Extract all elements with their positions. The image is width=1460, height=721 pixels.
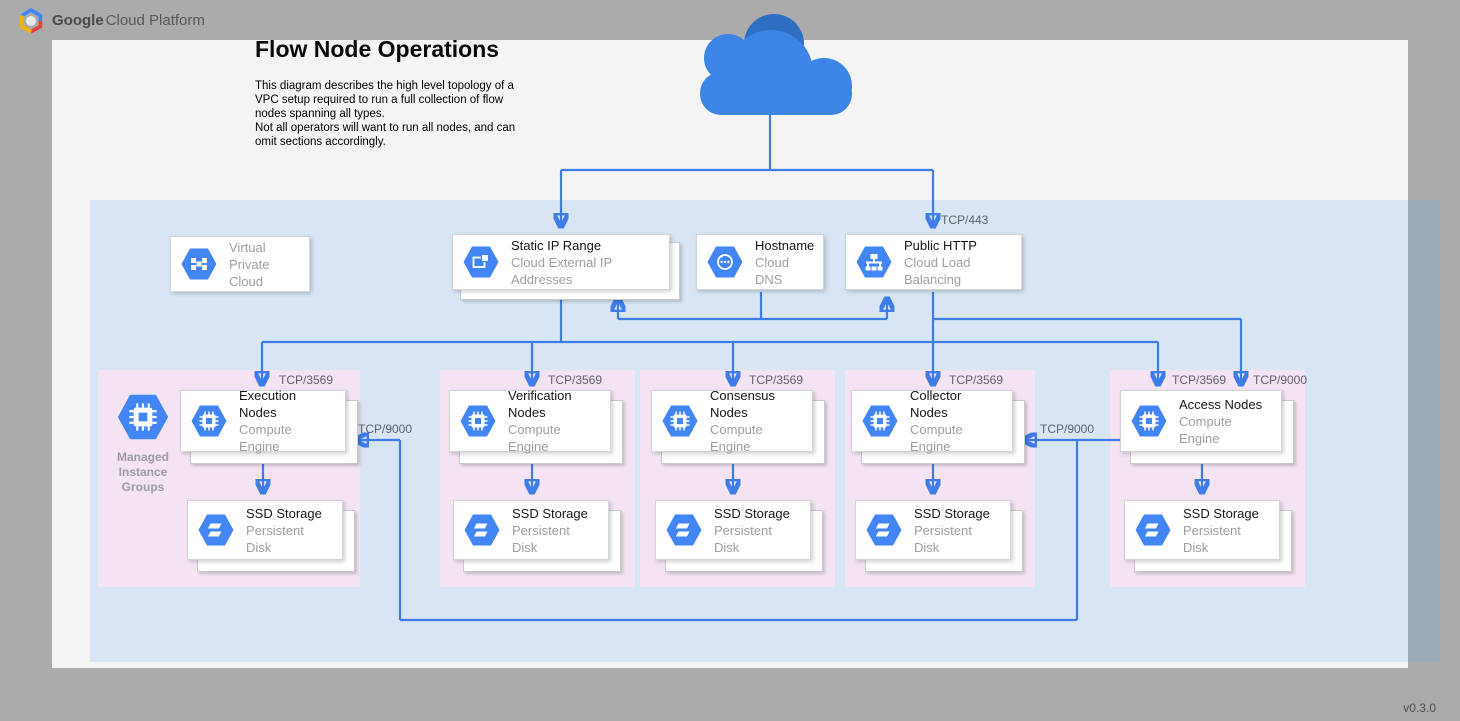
- google-cloud-logo-icon: [19, 8, 43, 34]
- card-title: Public HTTP: [904, 237, 977, 253]
- compute-engine-icon: [191, 405, 227, 437]
- card-title: SSD Storage: [714, 505, 790, 521]
- card-subtitle: Cloud External IP Addresses: [511, 254, 612, 287]
- access-nodes-card: Access Nodes Compute Engine: [1120, 390, 1294, 464]
- port-label-collector-tcp3569: TCP/3569: [949, 373, 1004, 387]
- card-title: SSD Storage: [246, 505, 322, 521]
- persistent-disk-icon: [198, 514, 234, 546]
- persistent-disk-icon: [1135, 514, 1171, 546]
- managed-instance-groups-icon: [112, 394, 174, 445]
- collector-ssd-card: SSD Storage Persistent Disk: [855, 500, 1023, 572]
- collector-nodes-card: Collector Nodes Compute Engine: [851, 388, 1025, 464]
- port-label-execution-tcp3569: TCP/3569: [279, 373, 334, 387]
- page-title: Flow Node Operations: [255, 36, 500, 62]
- card-subtitle: Persistent Disk: [714, 522, 772, 555]
- managed-instance-groups-label: Managed Instance Groups: [116, 450, 169, 494]
- verification-ssd-card: SSD Storage Persistent Disk: [453, 500, 621, 572]
- brand-google: Google: [52, 12, 104, 29]
- card-subtitle: Cloud Load Balancing: [904, 254, 971, 287]
- execution-nodes-card: Execution Nodes Compute Engine: [180, 388, 358, 464]
- persistent-disk-icon: [464, 514, 500, 546]
- card-subtitle: Persistent Disk: [914, 522, 972, 555]
- compute-engine-icon: [662, 405, 698, 437]
- card-title: SSD Storage: [512, 505, 588, 521]
- port-label-access-tcp9000: TCP/9000: [1253, 373, 1308, 387]
- card-title: SSD Storage: [914, 505, 990, 521]
- card-subtitle: Persistent Disk: [246, 522, 304, 555]
- compute-engine-icon: [460, 405, 496, 437]
- load-balancer-icon: [856, 246, 892, 278]
- card-subtitle: Compute Engine: [710, 422, 763, 454]
- vpc-card-label: Virtual Private Cloud: [229, 239, 270, 289]
- card-subtitle: Persistent Disk: [512, 522, 570, 555]
- card-title: Collector Nodes: [910, 388, 962, 420]
- public-http-card: Public HTTP Cloud Load Balancing: [845, 234, 1022, 290]
- port-label-execution-tcp9000: TCP/9000: [358, 422, 413, 436]
- persistent-disk-icon: [866, 514, 902, 546]
- static-ip-range-card: Static IP Range Cloud External IP Addres…: [452, 234, 680, 300]
- card-subtitle: Cloud DNS: [755, 254, 789, 287]
- card-title: Access Nodes: [1179, 396, 1263, 412]
- version-label: v0.3.0: [1403, 701, 1436, 715]
- hostname-card: Hostname Cloud DNS: [696, 234, 824, 290]
- vpc-icon: [181, 248, 217, 280]
- virtual-private-cloud-card: Virtual Private Cloud: [170, 236, 310, 292]
- card-subtitle: Compute Engine: [239, 422, 292, 454]
- compute-engine-icon: [1131, 405, 1167, 437]
- brand-cloud-platform: Cloud Platform: [105, 12, 205, 29]
- card-subtitle: Compute Engine: [910, 422, 963, 454]
- access-ssd-card: SSD Storage Persistent Disk: [1124, 500, 1292, 572]
- card-subtitle: Compute Engine: [508, 422, 561, 454]
- port-label-collector-tcp9000: TCP/9000: [1040, 422, 1095, 436]
- execution-ssd-card: SSD Storage Persistent Disk: [187, 500, 355, 572]
- port-label-consensus-tcp3569: TCP/3569: [749, 373, 804, 387]
- persistent-disk-icon: [666, 514, 702, 546]
- consensus-nodes-card: Consensus Nodes Compute Engine: [651, 388, 825, 464]
- port-label-access-tcp3569: TCP/3569: [1172, 373, 1227, 387]
- card-title: Static IP Range: [511, 237, 602, 253]
- description-text: This diagram describes the high level to…: [255, 80, 516, 148]
- card-subtitle: Compute Engine: [1179, 413, 1232, 446]
- internet-cloud-icon: [700, 14, 852, 115]
- card-subtitle: Persistent Disk: [1183, 522, 1241, 555]
- external-ip-icon: [463, 246, 499, 278]
- card-title: Consensus Nodes: [710, 388, 776, 420]
- consensus-ssd-card: SSD Storage Persistent Disk: [655, 500, 823, 572]
- verification-nodes-card: Verification Nodes Compute Engine: [449, 388, 623, 464]
- port-label-tcp443: TCP/443: [941, 213, 989, 227]
- card-title: Execution Nodes: [239, 388, 297, 420]
- compute-engine-icon: [862, 405, 898, 437]
- card-title: Hostname: [755, 237, 815, 253]
- cloud-dns-icon: [707, 246, 743, 278]
- card-title: Verification Nodes: [508, 388, 572, 420]
- card-title: SSD Storage: [1183, 505, 1259, 521]
- port-label-verification-tcp3569: TCP/3569: [548, 373, 603, 387]
